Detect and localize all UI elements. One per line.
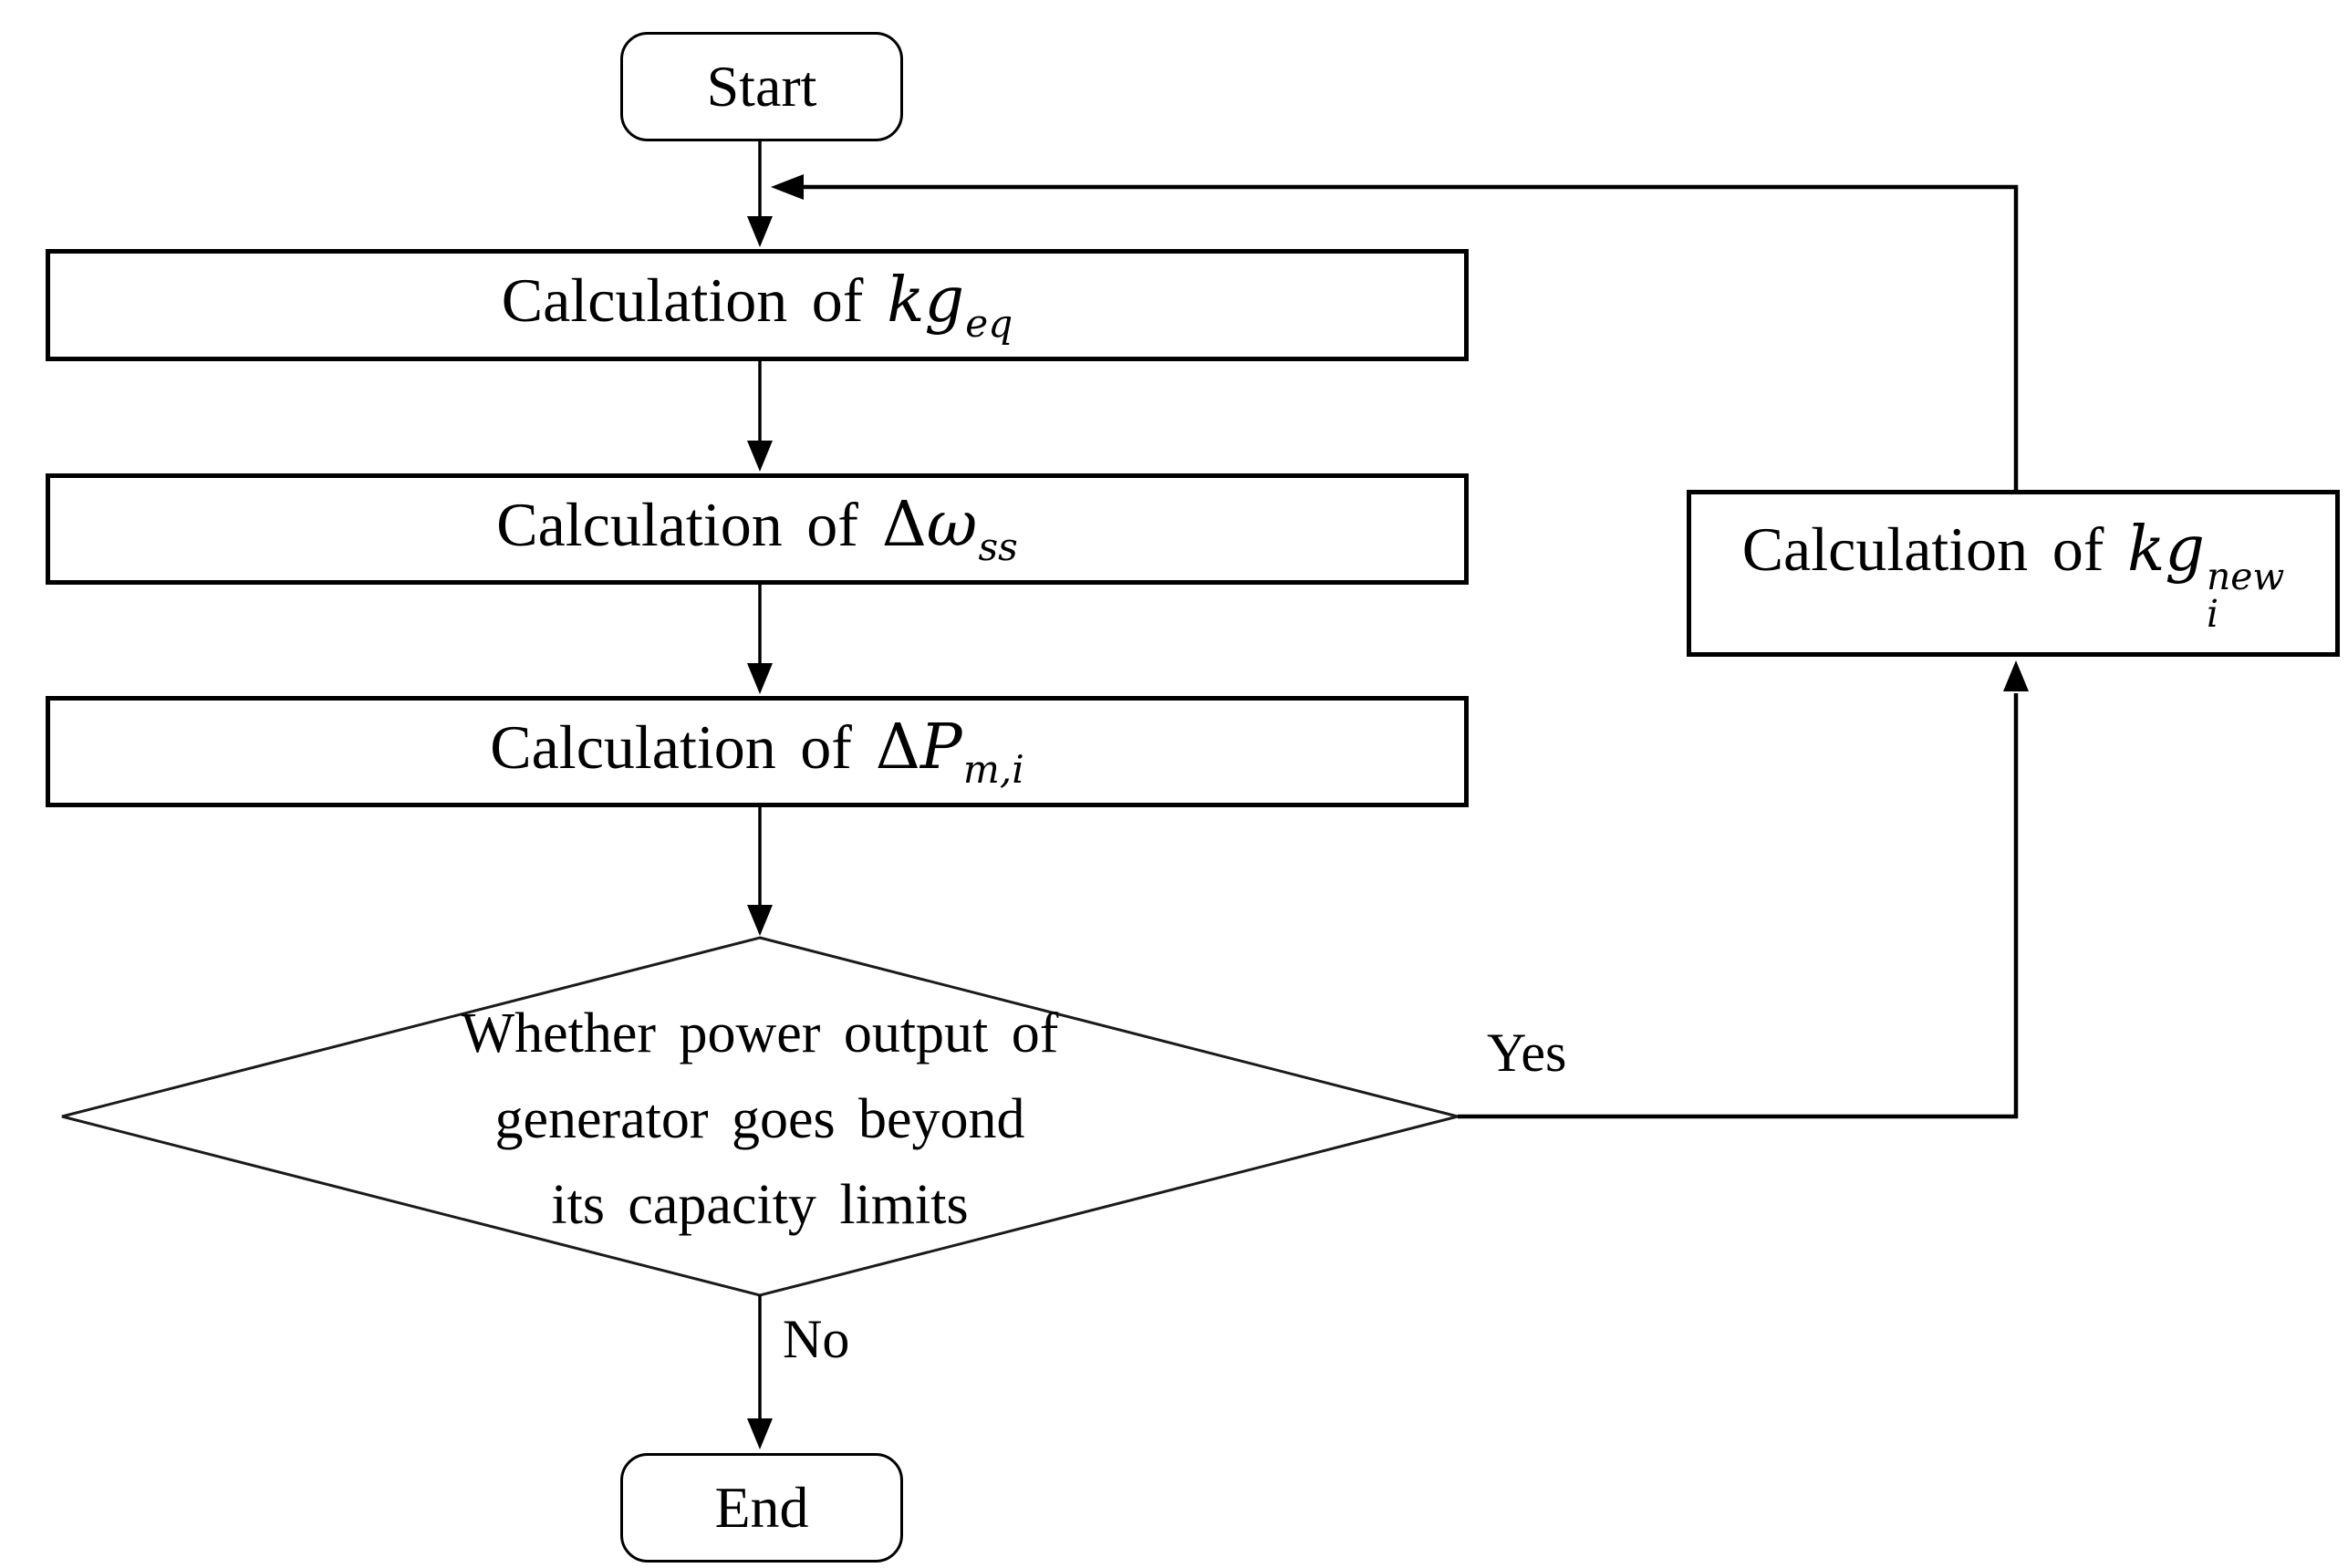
- calc-kg-new-symbol: kg: [2127, 514, 2205, 587]
- calc-kg-eq-symbol: kg: [887, 265, 964, 337]
- arrowhead-into-calc-dp-mi: [747, 663, 773, 694]
- calc-kg-eq-prefix: Calculation of: [501, 265, 864, 336]
- calc-dw-ss-prefix: Calculation of: [496, 489, 858, 559]
- arrowhead-into-calc-kg-eq: [747, 216, 773, 247]
- calc-dw-ss-label: Calculation of Δωss: [496, 489, 1018, 569]
- calc-kg-new-subscript: i: [2206, 592, 2218, 637]
- calc-kg-new-superscript: new: [2206, 555, 2285, 599]
- calc-kg-eq-node: Calculation of kgeq: [46, 249, 1469, 361]
- end-label: End: [714, 1475, 809, 1540]
- calc-dw-ss-subscript: ss: [978, 524, 1018, 569]
- decision-line-1: Whether power output of: [461, 1002, 1059, 1064]
- start-node: Start: [620, 32, 903, 141]
- yes-branch-label: Yes: [1487, 1023, 1567, 1083]
- decision-line-3: its capacity limits: [551, 1174, 969, 1236]
- arrowhead-into-calc-dw-ss: [747, 441, 773, 472]
- calc-dw-ss-delta: Δ: [881, 488, 927, 561]
- decision-line-2: generator goes beyond: [494, 1088, 1025, 1150]
- calc-dp-mi-delta: Δ: [875, 711, 920, 784]
- decision-label: Whether power output of generator goes b…: [349, 991, 1170, 1248]
- arrowhead-into-decision: [747, 905, 773, 936]
- arrowhead-into-calc-kg-new: [2003, 660, 2029, 691]
- calc-dw-ss-node: Calculation of Δωss: [46, 473, 1469, 585]
- calc-dp-mi-prefix: Calculation of: [490, 711, 852, 782]
- calc-dw-ss-symbol: ω: [926, 488, 978, 561]
- calc-dp-mi-node: Calculation of ΔPm,i: [46, 696, 1469, 807]
- calc-dp-mi-subscript: m,i: [962, 747, 1024, 792]
- calc-kg-new-prefix: Calculation of: [1741, 514, 2104, 585]
- calc-kg-eq-label: Calculation of kgeq: [502, 265, 1013, 345]
- no-branch-label: No: [783, 1309, 850, 1369]
- calc-dp-mi-symbol: P: [919, 711, 962, 784]
- calc-dp-mi-label: Calculation of ΔPm,i: [490, 711, 1023, 792]
- end-node: End: [620, 1453, 903, 1563]
- arrowhead-into-end: [747, 1418, 773, 1449]
- start-label: Start: [706, 54, 817, 119]
- calc-kg-eq-subscript: eq: [965, 300, 1013, 346]
- edge-decision-yes-to-calc-kg-new: [1458, 693, 2019, 1119]
- edge-calc-kg-new-loop-to-junction: [804, 184, 2019, 490]
- arrowhead-into-junction: [771, 174, 804, 200]
